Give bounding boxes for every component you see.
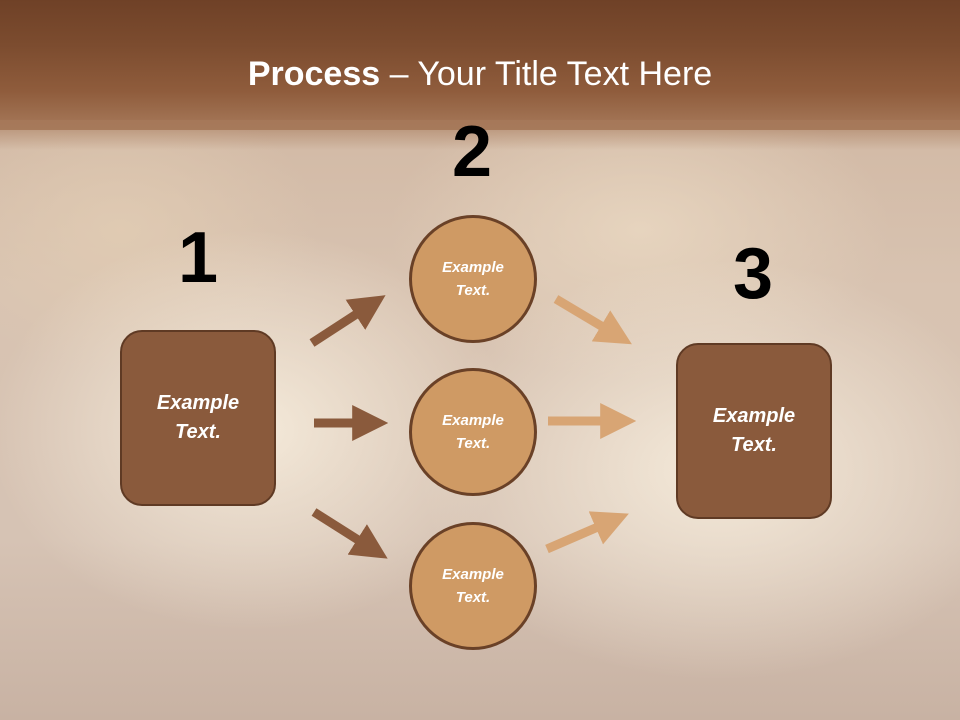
process-circle-top-label: Example Text. [442, 259, 504, 299]
title-rest: – Your Title Text Here [380, 55, 713, 93]
slide-title: Process – Your Title Text Here [0, 52, 960, 96]
process-box-left[interactable]: Example Text. [120, 330, 276, 506]
arrow-top-to-right [553, 295, 632, 345]
arrow-left-to-bottom [311, 508, 388, 559]
arrow-left-to-top [309, 295, 386, 347]
title-band [0, 0, 960, 130]
process-box-right[interactable]: Example Text. [676, 343, 832, 519]
process-circle-middle-label: Example Text. [442, 412, 504, 452]
step-number-3: 3 [732, 234, 774, 314]
step-number-2: 2 [451, 112, 493, 192]
process-circle-top[interactable]: Example Text. [409, 215, 537, 343]
arrow-bottom-to-right [545, 511, 629, 554]
process-circle-middle[interactable]: Example Text. [409, 368, 537, 496]
title-fade [0, 120, 960, 150]
process-box-left-label: Example Text. [156, 392, 240, 443]
process-circle-bottom[interactable]: Example Text. [409, 522, 537, 650]
process-circle-bottom-label: Example Text. [442, 566, 504, 606]
step-number-1: 1 [177, 218, 219, 298]
title-bold: Process [247, 55, 381, 93]
process-box-right-label: Example Text. [712, 405, 796, 456]
